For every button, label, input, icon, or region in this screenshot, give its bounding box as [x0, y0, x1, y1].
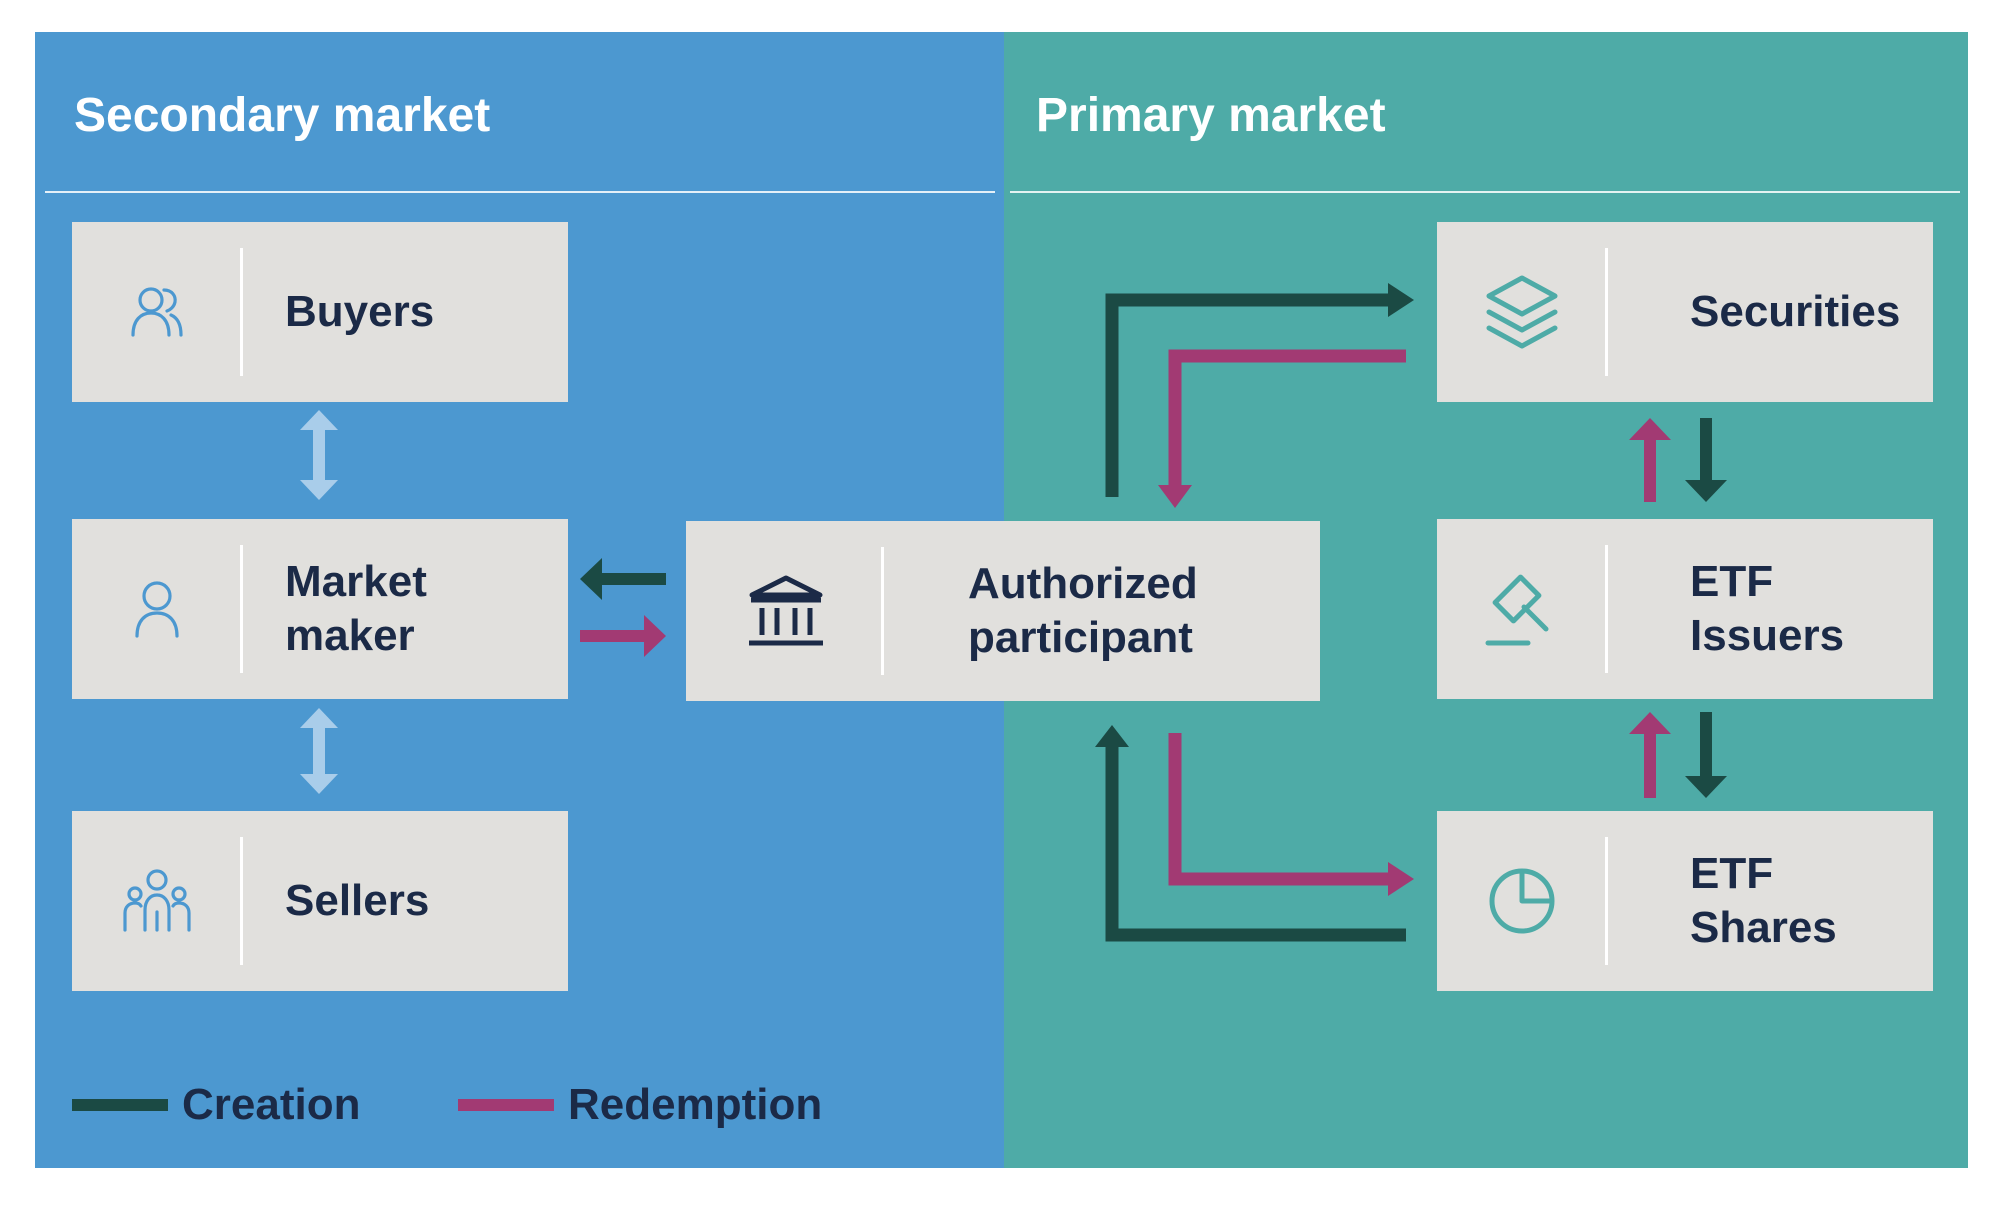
market-maker-box-divider: [240, 545, 243, 673]
secondary-market-title: Secondary market: [74, 89, 491, 142]
redemption-swatch: [458, 1099, 554, 1111]
sellers-box: Sellers: [72, 811, 568, 991]
issuers-to-shares-creation-arrow: [1685, 712, 1727, 798]
market-maker-to-ap-redemption-arrow: [580, 615, 666, 657]
gavel-icon: [1437, 519, 1607, 699]
etf-shares-label: ETF Shares: [1690, 849, 1837, 952]
creation-swatch: [72, 1099, 168, 1111]
layers-icon: [1437, 222, 1607, 402]
etf-shares-box-divider: [1605, 837, 1608, 965]
authorized-participant-label: Authorized participant: [968, 559, 1198, 662]
etf-shares-box: ETF Shares: [1437, 811, 1933, 991]
shares-to-issuers-redemption-arrow: [1629, 712, 1671, 798]
securities-to-ap-redemption-arrow: [1158, 349, 1406, 508]
etf-issuers-label: ETF Issuers: [1690, 557, 1845, 660]
buyers-market-maker-two-way-arrow: [300, 410, 338, 500]
ap-to-market-maker-creation-arrow: [580, 558, 666, 600]
creation-legend-label: Creation: [182, 1080, 361, 1129]
person-icon: [72, 519, 242, 699]
redemption-legend-label: Redemption: [568, 1080, 823, 1129]
bank-building-icon: [686, 521, 886, 701]
issuers-to-securities-redemption-arrow: [1629, 418, 1671, 502]
people-icon: [72, 222, 242, 402]
market-maker-box: Market maker: [72, 519, 568, 699]
legend-creation: Creation: [72, 1080, 360, 1130]
market-maker-label: Market maker: [285, 557, 427, 660]
sellers-box-divider: [240, 837, 243, 965]
buyers-box-divider: [240, 248, 243, 376]
securities-label: Securities: [1690, 287, 1901, 337]
pie-chart-icon: [1437, 811, 1607, 991]
etf-issuers-box-divider: [1605, 545, 1608, 673]
etf-issuers-box: ETF Issuers: [1437, 519, 1933, 699]
sellers-label: Sellers: [285, 876, 430, 926]
etf-shares-to-ap-creation-arrow: [1095, 725, 1406, 942]
buyers-label: Buyers: [285, 287, 435, 337]
buyers-box: Buyers: [72, 222, 568, 402]
authorized-participant-box: Authorized participant: [686, 521, 1320, 701]
ap-to-securities-creation-arrow: [1105, 283, 1414, 497]
ap-to-etf-shares-redemption-arrow: [1168, 733, 1414, 896]
securities-to-issuers-creation-arrow: [1685, 418, 1727, 502]
group-icon: [72, 811, 242, 991]
securities-box-divider: [1605, 248, 1608, 376]
secondary-market-divider: [45, 191, 995, 193]
securities-box: Securities: [1437, 222, 1933, 402]
primary-market-divider: [1010, 191, 1960, 193]
primary-market-title: Primary market: [1036, 89, 1386, 142]
authorized-participant-box-divider: [881, 547, 884, 675]
legend-redemption: Redemption: [458, 1080, 822, 1130]
market-maker-sellers-two-way-arrow: [300, 708, 338, 794]
